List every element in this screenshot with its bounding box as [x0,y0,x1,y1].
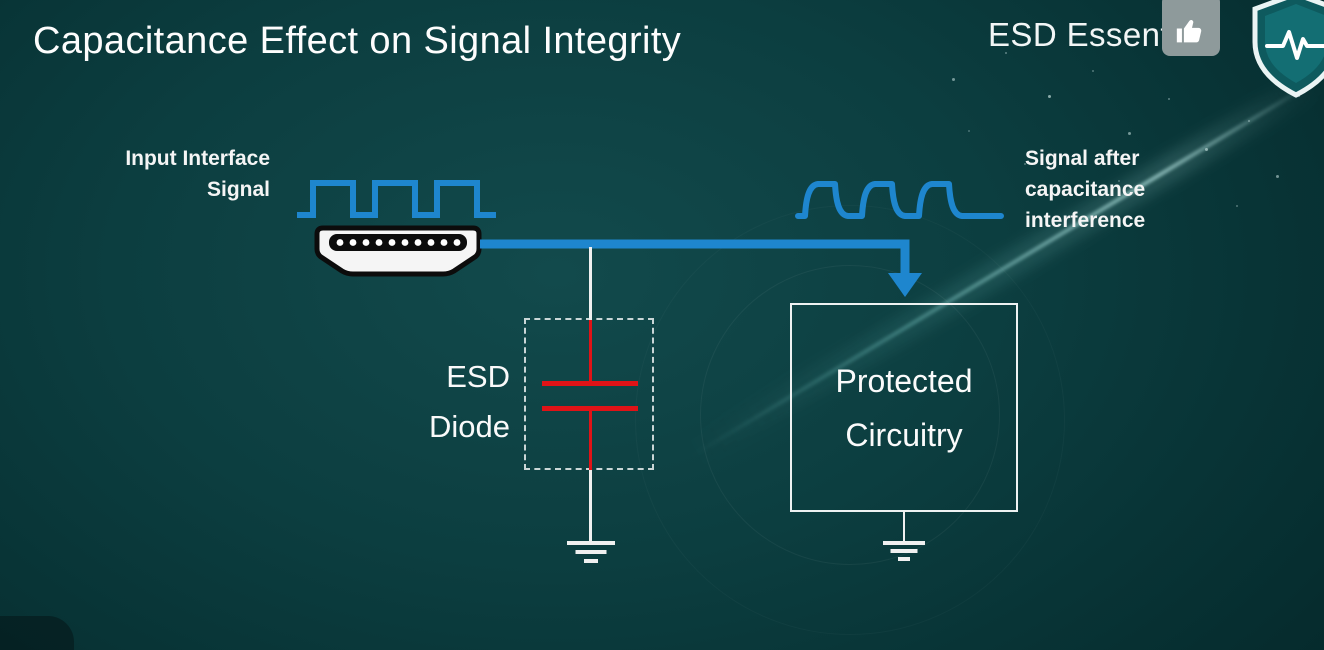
sparkle-dot [1276,175,1279,178]
input-signal-label-line2: Signal [206,178,270,201]
input-signal-label-line1: Input Interface [125,147,270,170]
sparkle-dot [968,130,970,132]
ground-symbol-left [566,541,615,564]
ground-bar [575,550,606,554]
output-signal-label-line1: Signal after [1025,147,1140,170]
arrow-down-icon [888,273,922,297]
capacitor-plate-top [542,381,638,386]
sparkle-dot [1048,95,1051,98]
signal-bus-line [480,239,922,297]
esd-diode-label-line1: ESD [446,359,510,394]
branch-wire-top [589,247,592,320]
shield-logo-icon [1252,0,1324,98]
ground-bar [883,541,925,545]
thumbs-up-badge [1162,0,1220,56]
sparkle-dot [1005,52,1007,54]
esd-diode-label: ESD Diode [328,352,510,452]
esd-diode-label-line2: Diode [429,409,510,444]
sparkle-dot [1024,163,1026,165]
input-signal-label: Input Interface Signal [58,143,270,205]
distorted-square-wave [795,181,1004,219]
output-signal-label-line2: capacitance [1025,178,1146,201]
capacitor-plate-bottom [542,406,638,411]
sparkle-dot [1168,98,1170,100]
capacitor-lead-top [589,320,592,382]
player-corner-overlay [0,616,74,650]
output-signal-label: Signal after capacitance interference [1025,143,1145,236]
protected-ground-wire [903,512,905,541]
sparkle-dot [1118,180,1120,182]
protected-circuitry-box: Protected Circuitry [790,303,1018,512]
ground-bar [890,549,918,553]
branch-wire-bottom [589,470,592,541]
sparkle-dot [1092,70,1094,72]
sparkle-dot [952,78,955,81]
protected-circuitry-line2: Circuitry [845,416,963,453]
sparkle-dot [1128,132,1131,135]
clean-square-wave [297,180,496,218]
capacitor-lead-bottom [589,411,592,470]
output-signal-label-line3: interference [1025,209,1146,232]
sparkle-dot [1205,148,1208,151]
sparkle-dot [1236,205,1238,207]
slide-title: Capacitance Effect on Signal Integrity [33,20,682,62]
background-circle [700,265,1000,565]
ground-bar [583,559,598,563]
ground-symbol-right [882,541,926,562]
ground-bar [566,541,615,545]
hdmi-connector-icon [314,225,482,277]
thumbs-up-icon [1176,19,1202,43]
protected-circuitry-line1: Protected [835,362,973,399]
sparkle-dot [1248,120,1250,122]
ground-bar [898,557,910,561]
